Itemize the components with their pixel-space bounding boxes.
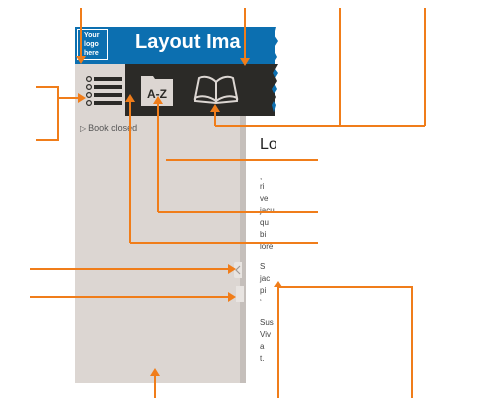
a-z-icon: A-Z xyxy=(141,76,173,106)
sidebar-resize-handle[interactable] xyxy=(236,286,244,302)
sidebar-border xyxy=(240,116,246,383)
book-closed-item[interactable]: ▷Book closed xyxy=(80,123,137,133)
toolbar: A-Z xyxy=(75,64,275,116)
chevron-left-icon xyxy=(235,265,241,275)
open-book-icon xyxy=(193,75,239,105)
book-button[interactable] xyxy=(191,64,241,116)
header-banner: Your logo here Layout Ima xyxy=(75,27,275,64)
page-title: Layout Ima xyxy=(135,31,241,53)
sidebar-collapse-handle[interactable] xyxy=(234,262,242,278)
sidebar-panel xyxy=(75,116,240,383)
text-fragment: jac xyxy=(260,274,271,283)
text-fragment: pi xyxy=(260,286,267,295)
list-icon xyxy=(86,76,122,106)
text-fragment: S xyxy=(260,262,266,271)
content-page: Lo , ri ve jacu qu bi lore S jac pi ‘ Su… xyxy=(246,116,276,383)
text-fragment: ri xyxy=(260,182,265,191)
a-z-label: A-Z xyxy=(147,87,167,101)
content-heading: Lo xyxy=(260,136,276,153)
triangle-right-icon: ▷ xyxy=(80,124,87,133)
text-fragment: , xyxy=(260,172,263,181)
toc-button[interactable] xyxy=(75,64,125,116)
logo[interactable]: Your logo here xyxy=(77,29,108,60)
book-closed-label: Book closed xyxy=(88,123,138,133)
text-fragment: a xyxy=(260,342,265,351)
text-fragment: Sus xyxy=(260,318,274,327)
text-fragment: t. xyxy=(260,354,265,363)
text-fragment: lore xyxy=(260,242,274,251)
text-fragment: ve xyxy=(260,194,269,203)
text-fragment: qu xyxy=(260,218,269,227)
torn-edge-decoration xyxy=(268,27,278,116)
index-button[interactable]: A-Z xyxy=(135,64,185,116)
text-fragment: jacu xyxy=(260,206,275,215)
text-fragment: bi xyxy=(260,230,267,239)
text-fragment: Viv xyxy=(260,330,271,339)
text-fragment: ‘ xyxy=(260,298,262,307)
